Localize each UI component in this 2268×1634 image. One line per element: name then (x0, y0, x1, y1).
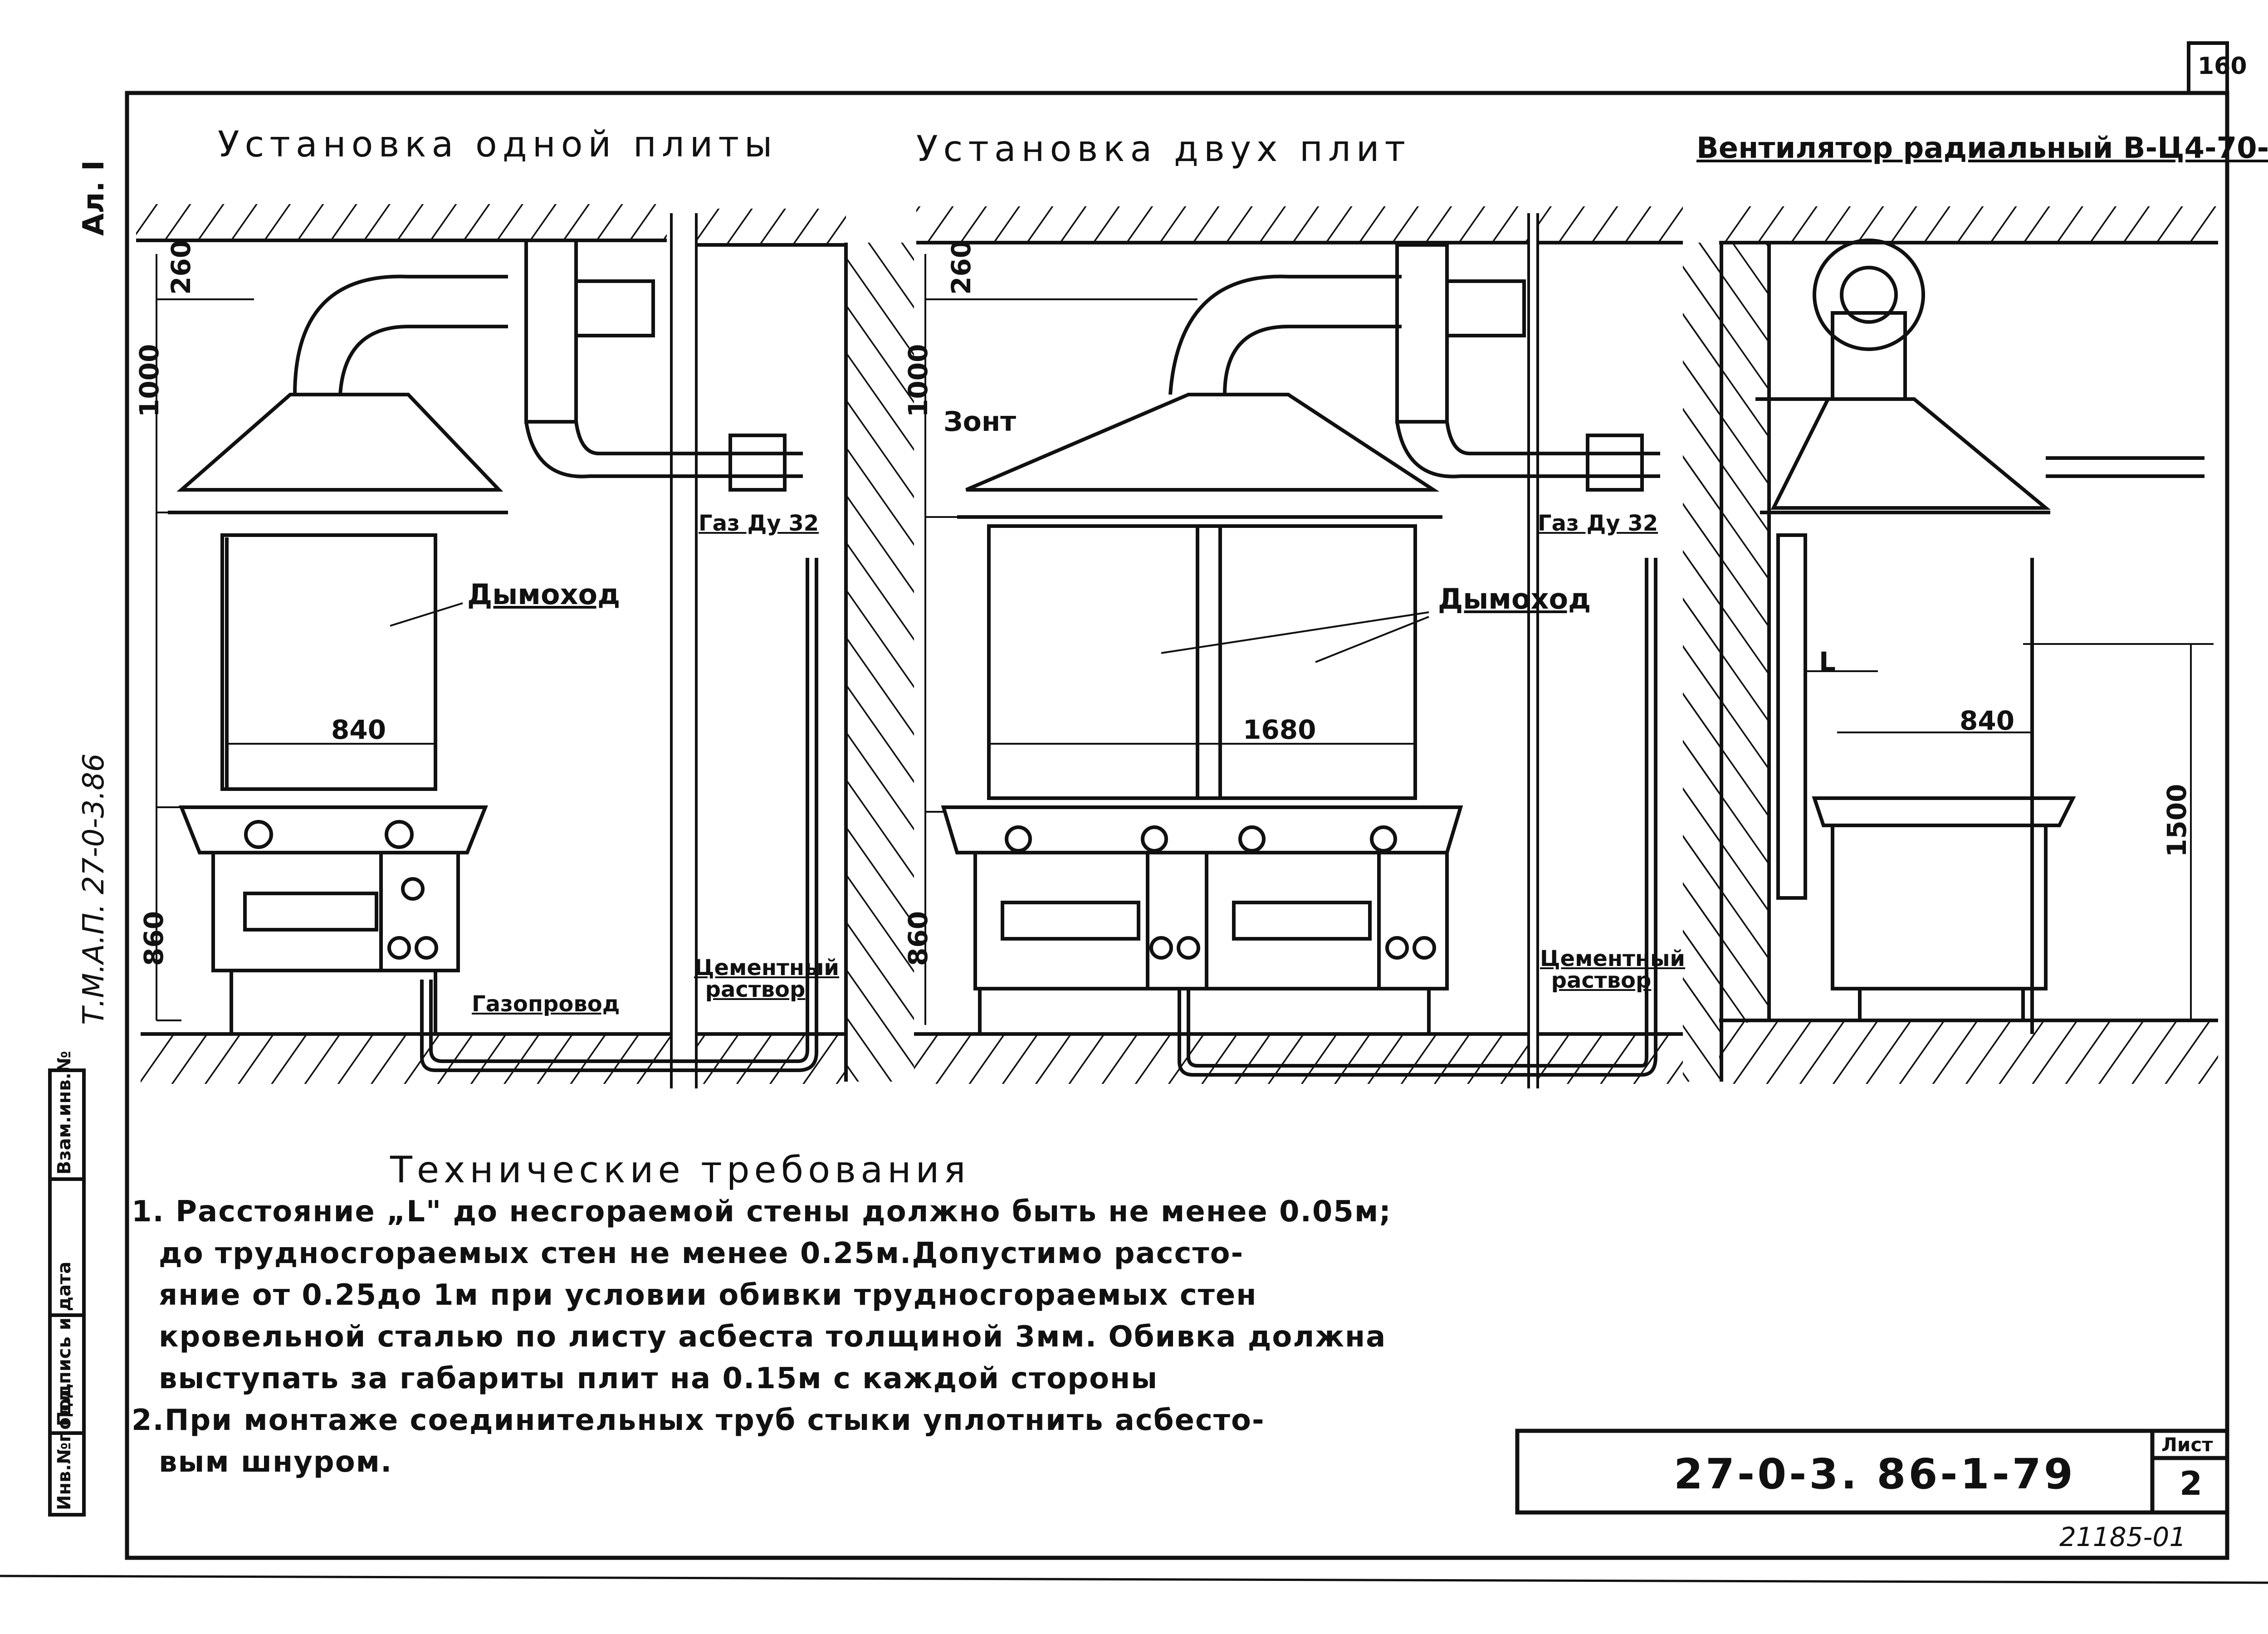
single-dim-height: 1000 (134, 344, 165, 417)
single-dim-top: 260 (166, 239, 196, 295)
double-dim-height: 1000 (903, 344, 934, 417)
double-stove-view (924, 243, 1660, 1077)
requirement-line: вым шнуром. (159, 1445, 393, 1479)
side-dim-width: 840 (1960, 705, 2015, 736)
stamp-cell-replacement: Взам.инв.№ (54, 1051, 75, 1175)
single-label-gas-pipe: Газопровод (472, 991, 620, 1017)
double-label-gas: Газ Ду 32 (1538, 511, 1658, 536)
side-dim-L: L (1819, 646, 1836, 677)
requirement-line: 2.При монтаже соединительных труб стыки … (132, 1404, 1265, 1437)
side-view (1755, 239, 2214, 1034)
double-dim-top: 260 (946, 239, 977, 295)
fan-view-title: Вентилятор радиальный В-Ц4-70-2,5-01 (1696, 132, 2268, 165)
single-dim-base: 860 (138, 911, 169, 966)
left-stamp (48, 1068, 86, 1517)
side-dim-height: 1500 (2161, 784, 2192, 857)
walls (670, 213, 1771, 1088)
double-label-hood: Зонт (943, 406, 1017, 438)
requirement-line: кровельной сталью по листу асбеста толщи… (159, 1320, 1387, 1354)
requirement-line: выступать за габариты плит на 0.15м с ка… (159, 1362, 1158, 1395)
double-dim-base: 860 (903, 911, 934, 966)
double-label-cement: Цементный раствор (1540, 946, 1686, 993)
double-dim-width: 1680 (1243, 714, 1316, 745)
requirement-line: яние от 0.25до 1м при условии обивки тру… (159, 1278, 1257, 1312)
sheet-number: 2 (2180, 1464, 2203, 1502)
stamp-cell-signature: Подпись и дата (54, 1261, 75, 1426)
requirements-title: Технические требования (390, 1149, 970, 1191)
single-label-gas: Газ Ду 32 (699, 511, 819, 536)
single-label-cement: Цементный раствор (694, 955, 840, 1002)
double-label-chimney: Дымоход (1438, 582, 1591, 615)
ceiling-hatching (136, 204, 2218, 247)
document-code: 27-0-3. 86-1-79 (1674, 1450, 2076, 1498)
single-label-chimney: Дымоход (467, 578, 621, 611)
requirements-list: 1. Расстояние „L" до несгораемой стены д… (132, 1197, 1392, 1477)
single-dim-width: 840 (331, 714, 386, 745)
sheet-label: Лист (2161, 1434, 2213, 1456)
archive-number: 21185-01 (2059, 1522, 2186, 1552)
sheet-frame (0, 41, 2268, 1584)
album-label: Ал. I (77, 160, 111, 236)
single-stove-view (156, 239, 818, 1072)
requirement-line: до трудносгораемых стен не менее 0.25м.Д… (159, 1237, 1244, 1270)
requirement-line: 1. Расстояние „L" до несгораемой стены д… (132, 1195, 1392, 1229)
title-block-frame (1515, 1429, 2229, 1515)
series-code-vertical: Т.М.А.П. 27-0-3.86 (77, 753, 111, 1025)
double-view-title: Установка двух плит (916, 129, 1411, 170)
sheet-corner-number: 160 (2198, 53, 2247, 80)
single-view-title: Установка одной плиты (218, 124, 778, 165)
